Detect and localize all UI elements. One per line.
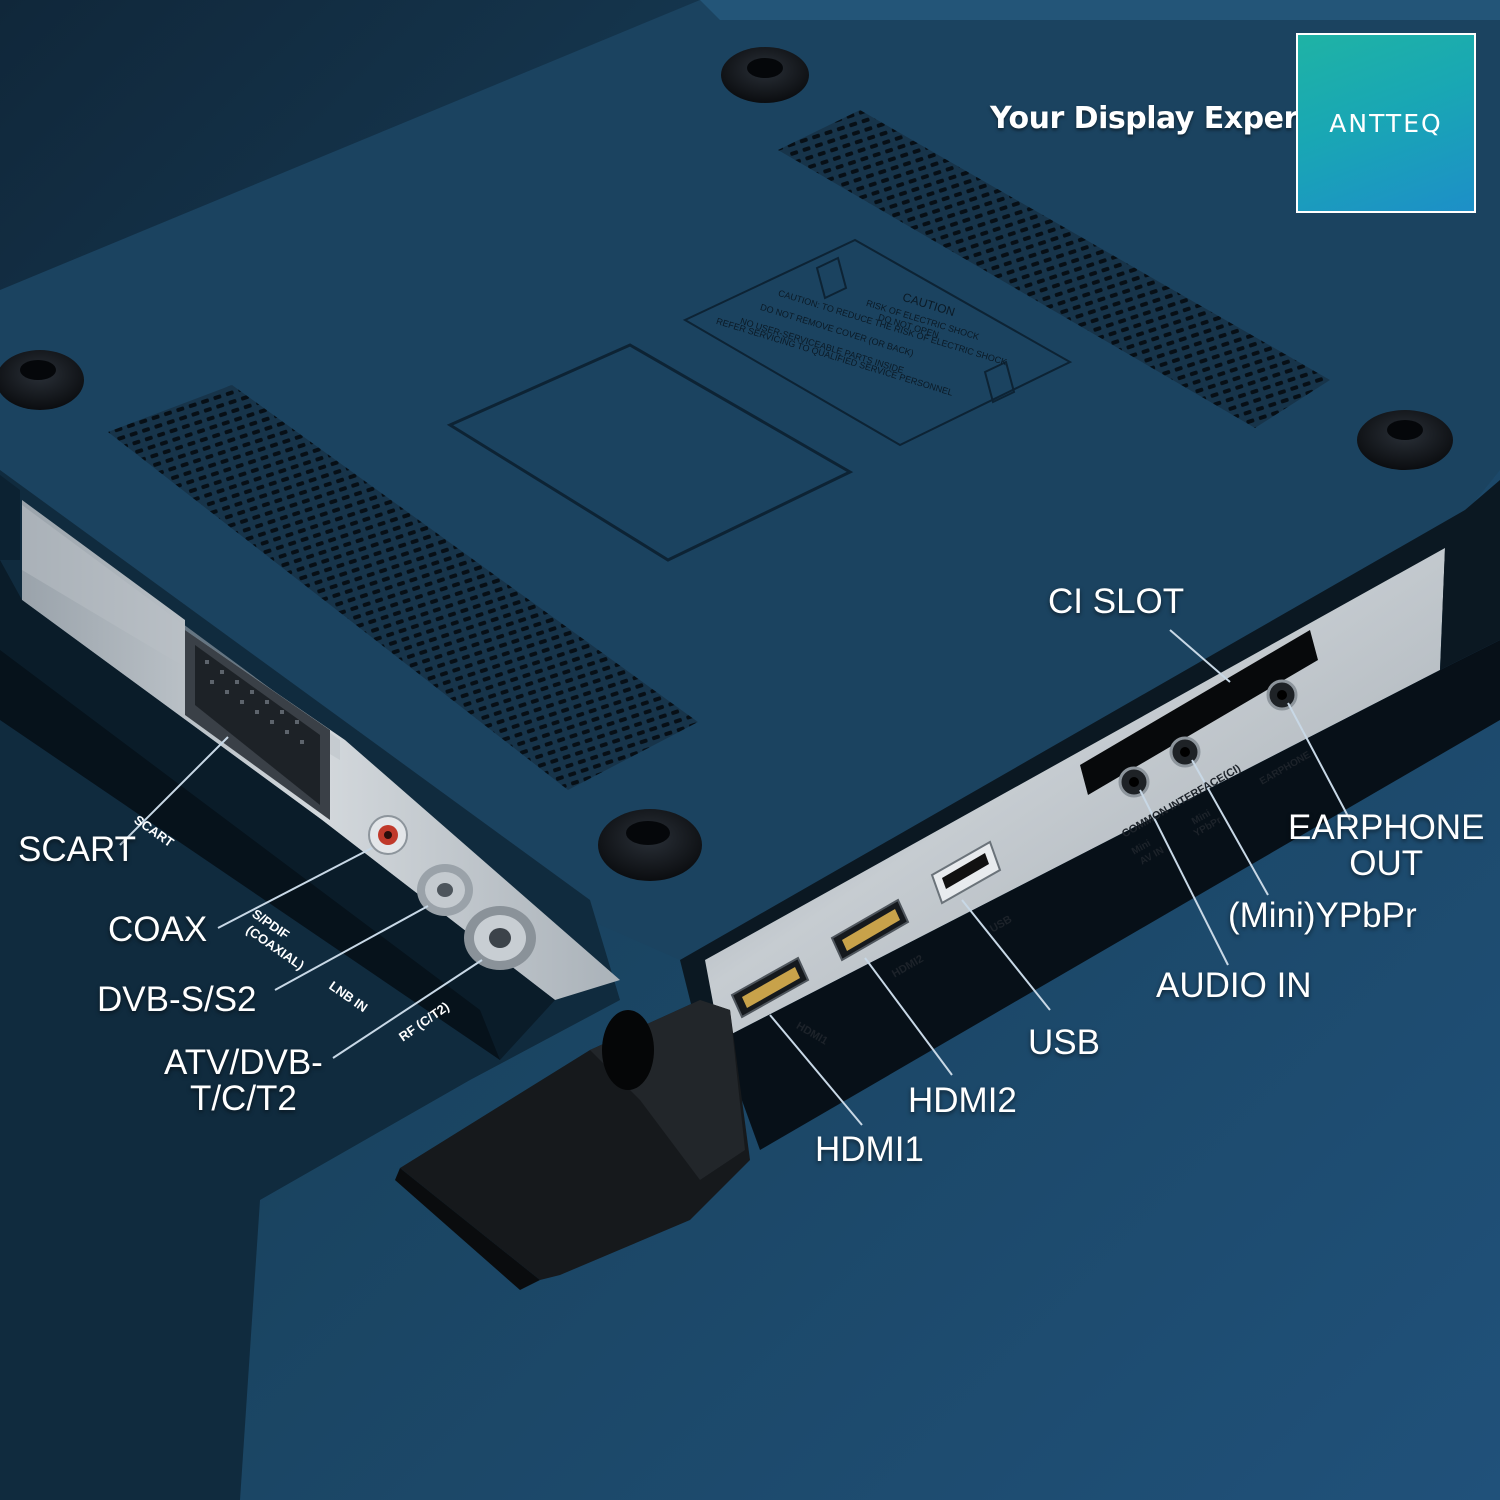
coax-port <box>368 815 408 855</box>
mount-foot <box>598 809 702 881</box>
lnb-port <box>417 864 473 916</box>
brand-logo: ANTTEQ <box>1296 33 1476 213</box>
callout-audio-in: AUDIO IN <box>1156 966 1312 1005</box>
leader-hdmi1 <box>769 1014 863 1126</box>
mount-foot <box>0 350 84 410</box>
callout-hdmi1: HDMI1 <box>815 1130 924 1169</box>
mini-av-in-jack <box>1118 766 1150 798</box>
leader-coax <box>217 847 373 929</box>
leader-dvb-s <box>274 905 429 991</box>
callout-hdmi2: HDMI2 <box>908 1081 1017 1120</box>
scart-port <box>185 630 330 820</box>
ci-slot <box>1080 630 1318 795</box>
brand-logo-text: ANTTEQ <box>1329 108 1443 138</box>
vent-grille-left <box>108 385 698 790</box>
leader-usb <box>961 899 1051 1011</box>
callout-ci-slot: CI SLOT <box>1048 582 1185 621</box>
leader-earphone <box>1287 702 1351 821</box>
leader-ypbpr <box>1191 759 1269 896</box>
rf-port <box>464 906 536 970</box>
leader-audio-in <box>1139 789 1229 966</box>
leader-scart <box>119 736 229 846</box>
callout-atv-line2: T/C/T2 <box>189 1078 297 1118</box>
leader-hdmi2 <box>864 957 953 1076</box>
mini-ypbpr-jack <box>1169 736 1201 768</box>
caution-sticker <box>682 238 1073 447</box>
callout-atv-dvb: ATV/DVB- T/C/T2 <box>164 1045 323 1116</box>
usb-port <box>930 840 1002 905</box>
callout-usb: USB <box>1028 1023 1100 1062</box>
hdmi1-port <box>730 956 810 1019</box>
callout-dvb-s: DVB-S/S2 <box>97 980 257 1019</box>
callout-atv-line1: ATV/DVB- <box>164 1043 323 1082</box>
leader-atv <box>332 959 483 1059</box>
vent-grille-right <box>778 110 1330 428</box>
brand-tagline: Your Display Expert <box>990 101 1312 136</box>
mount-foot <box>721 47 809 103</box>
earphone-jack <box>1266 679 1298 711</box>
mount-foot <box>1357 410 1453 470</box>
callout-earphone-line2: OUT <box>1349 843 1424 883</box>
callout-ypbpr: (Mini)YPbPr <box>1228 896 1417 935</box>
callout-coax: COAX <box>108 910 208 949</box>
leader-ci <box>1169 629 1231 683</box>
callout-scart: SCART <box>18 830 136 869</box>
hdmi2-port <box>830 898 910 962</box>
callout-earphone-line1: EARPHONE <box>1288 808 1485 847</box>
callout-earphone-out: EARPHONE OUT <box>1288 810 1484 881</box>
